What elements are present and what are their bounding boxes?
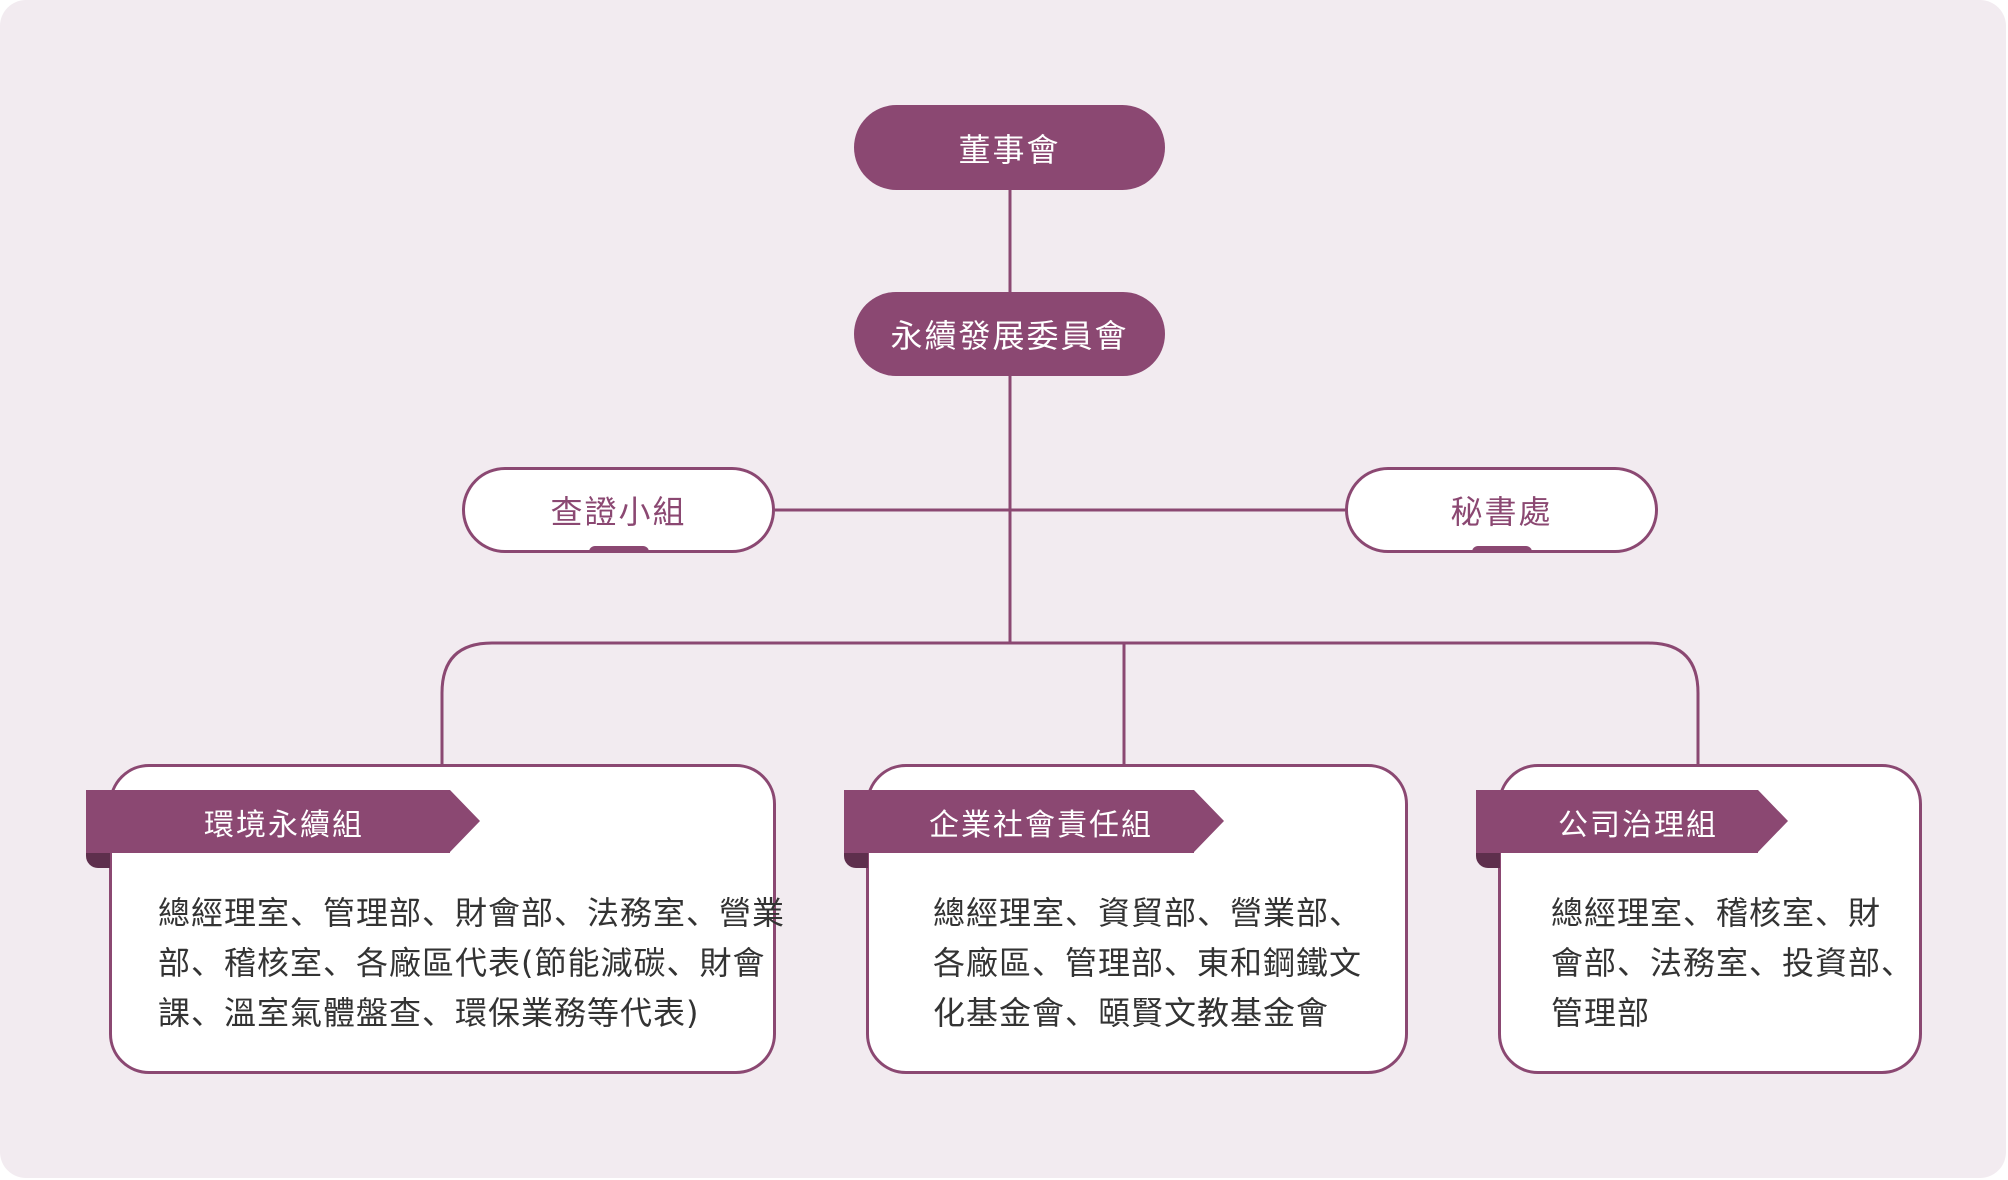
environment-group-members: 總經理室、管理部、財會部、法務室、營業 部、稽核室、各廠區代表(節能減碳、財會 … <box>158 888 785 1038</box>
member-line: 管理部 <box>1551 994 1651 1032</box>
connector-branch <box>440 641 1700 764</box>
governance-group-title: 公司治理組 <box>1476 790 1758 853</box>
committee-node: 永續發展委員會 <box>854 292 1165 376</box>
ribbon-fold <box>1476 848 1500 868</box>
member-line: 會部、法務室、投資部、 <box>1551 944 1915 982</box>
member-line: 總經理室、資貿部、營業部、 <box>933 894 1363 932</box>
csr-group-title: 企業社會責任組 <box>844 790 1194 853</box>
governance-group-members: 總經理室、稽核室、財 會部、法務室、投資部、 管理部 <box>1551 888 1914 1038</box>
node-tab-mark <box>588 546 649 553</box>
member-line: 總經理室、管理部、財會部、法務室、營業 <box>158 894 786 932</box>
verification-group-node: 查證小組 <box>462 467 775 553</box>
member-line: 各廠區、管理部、東和鋼鐵文 <box>933 944 1363 982</box>
member-line: 化基金會、頤賢文教基金會 <box>933 994 1330 1032</box>
board-node: 董事會 <box>854 105 1165 190</box>
node-tab-mark <box>1471 546 1532 553</box>
ribbon-fold <box>844 848 868 868</box>
ribbon-arrow <box>450 790 480 852</box>
csr-group-members: 總經理室、資貿部、營業部、 各廠區、管理部、東和鋼鐵文 化基金會、頤賢文教基金會 <box>933 888 1362 1038</box>
verification-group-label: 查證小組 <box>550 493 687 531</box>
member-line: 部、稽核室、各廠區代表(節能減碳、財會 <box>158 944 766 982</box>
ribbon-arrow <box>1758 790 1788 852</box>
secretariat-node: 秘書處 <box>1345 467 1658 553</box>
ribbon-fold <box>86 848 110 868</box>
ribbon-arrow <box>1194 790 1224 852</box>
member-line: 課、溫室氣體盤查、環保業務等代表) <box>158 994 700 1032</box>
member-line: 總經理室、稽核室、財 <box>1551 894 1882 932</box>
secretariat-label: 秘書處 <box>1450 493 1553 531</box>
environment-group-title: 環境永續組 <box>86 790 450 853</box>
